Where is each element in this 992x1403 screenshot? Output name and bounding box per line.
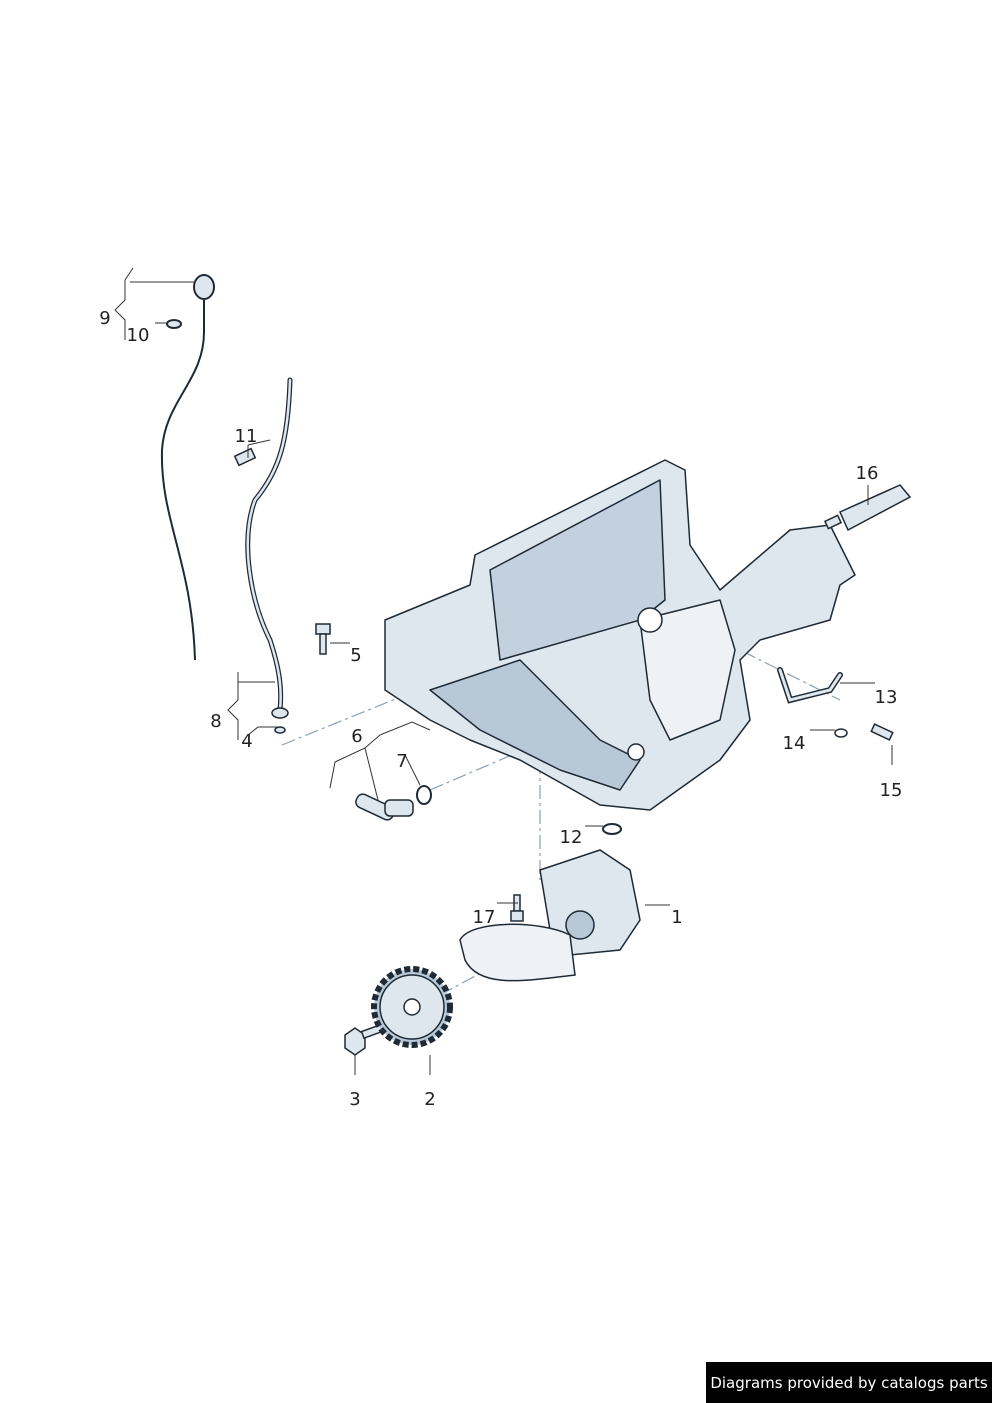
callout-15: 15 — [879, 780, 903, 801]
credit-badge: Diagrams provided by catalogs parts — [706, 1362, 992, 1403]
callout-4: 4 — [241, 731, 253, 752]
callout-12: 12 — [559, 827, 583, 848]
callout-16: 16 — [855, 463, 879, 484]
oil-return-pipe — [777, 667, 848, 738]
callout-7: 7 — [396, 751, 408, 772]
leader-lines — [114, 267, 893, 1075]
sealant-tube — [823, 484, 912, 532]
callout-13: 13 — [874, 687, 898, 708]
callout-2: 2 — [424, 1089, 436, 1110]
callout-11: 11 — [234, 426, 258, 447]
callout-6: 6 — [351, 726, 363, 747]
dipstick — [160, 274, 215, 661]
sprocket — [371, 966, 453, 1048]
dipstick-guide-tube — [245, 377, 293, 734]
callout-8: 8 — [210, 711, 222, 732]
callout-1: 1 — [671, 907, 683, 928]
oil-pan — [384, 459, 856, 811]
callout-17: 17 — [472, 907, 496, 928]
callout-10: 10 — [126, 325, 150, 346]
callout-14: 14 — [782, 733, 806, 754]
callout-3: 3 — [349, 1089, 361, 1110]
callout-9: 9 — [99, 308, 111, 329]
oil-pump — [459, 823, 641, 982]
callout-5: 5 — [350, 645, 362, 666]
oil-pressure-sensor — [355, 785, 432, 821]
